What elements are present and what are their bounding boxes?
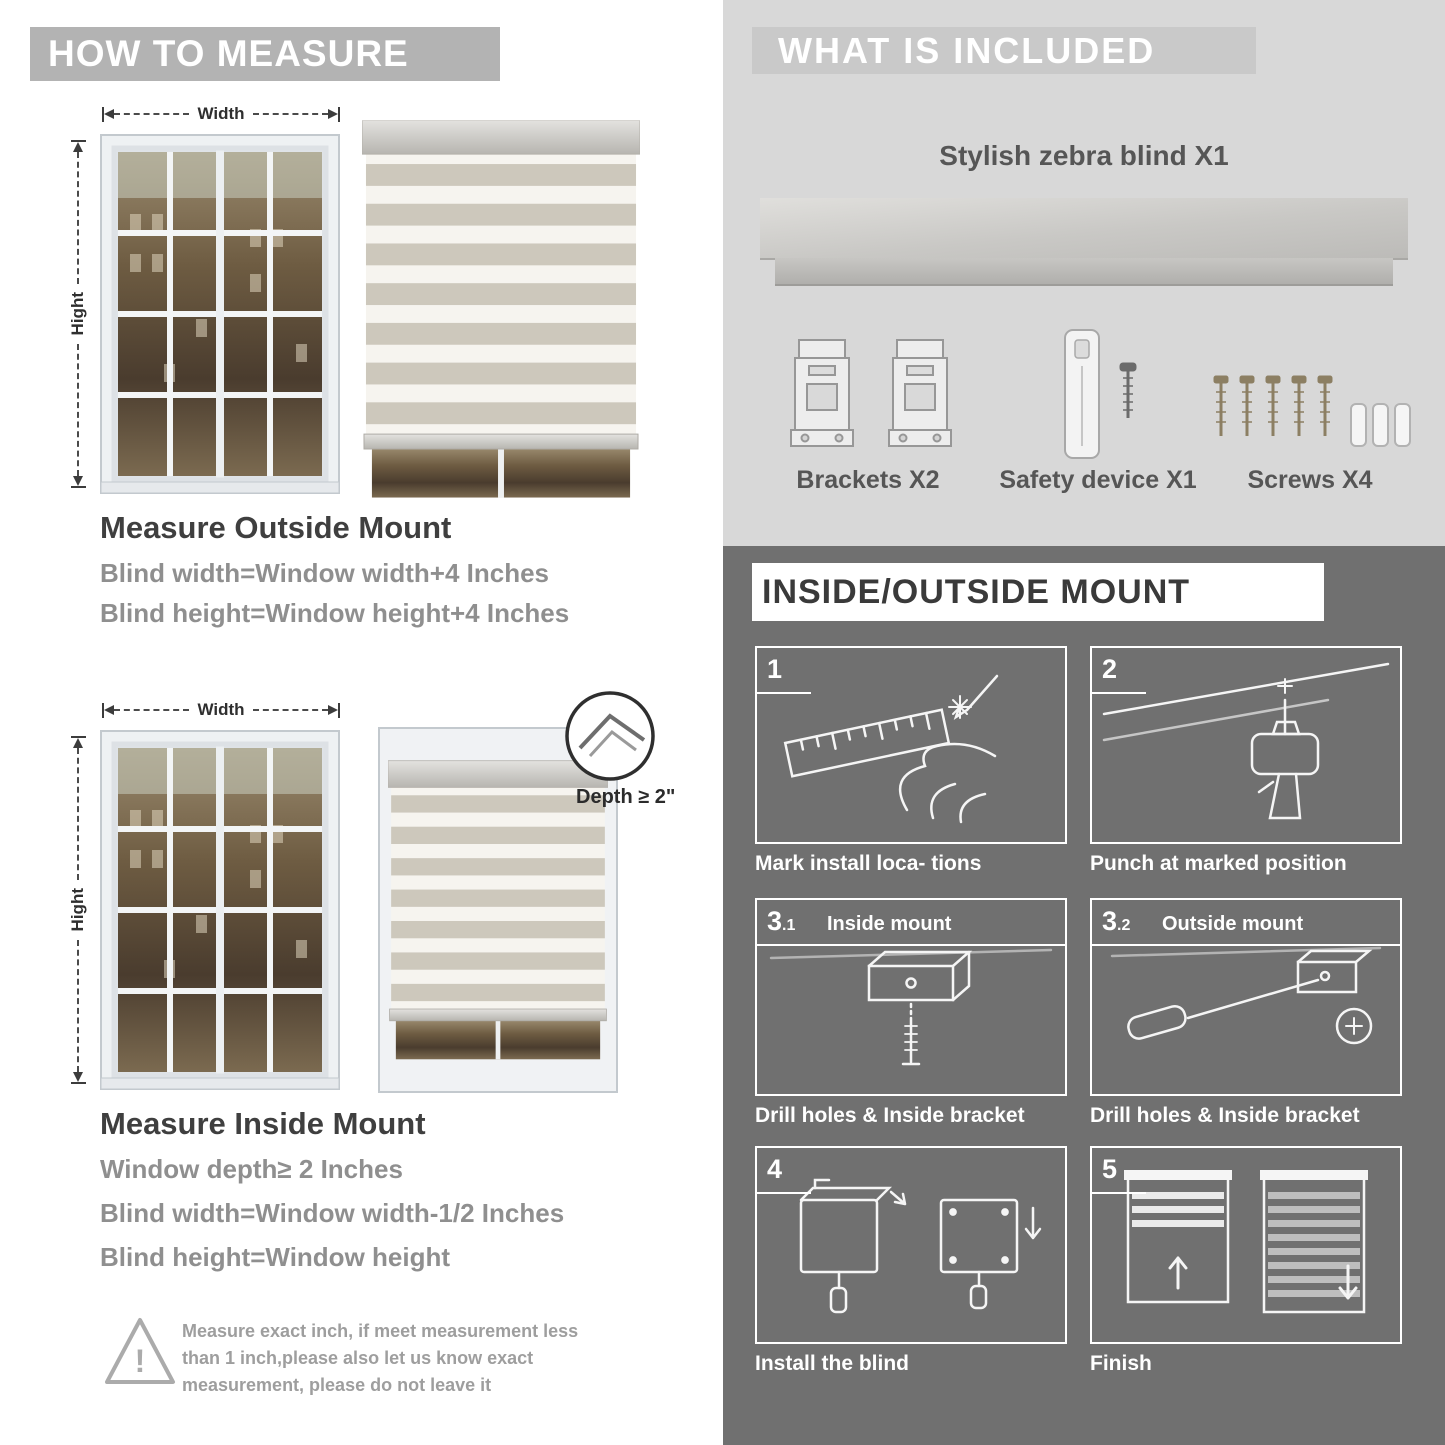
screws-label: Screws X4 [1247,466,1373,494]
outside-mount-title: Measure Outside Mount [100,510,452,545]
step-box-4: 4 [755,1146,1067,1344]
step-4-caption: Install the blind [755,1352,910,1375]
mount-steps-section: INSIDE/OUTSIDE MOUNT 1 Mark install loca… [723,546,1445,1445]
step-number: 3.2 [1102,906,1131,936]
blind-headrail-illustration [760,198,1408,260]
step-box-1: 1 [755,646,1067,844]
step-number: 3.1 [767,906,796,936]
inside-mount-line1: Window depth≥ 2 Inches [100,1154,403,1184]
step-number: 2 [1102,654,1118,684]
step-3-2-caption: Drill holes & Inside bracket [1090,1104,1360,1127]
inside-mount-line2: Blind width=Window width-1/2 Inches [100,1198,565,1228]
warning-line2: than 1 inch,please also let us know exac… [182,1348,534,1368]
step-5-illustration [1124,1170,1368,1314]
warning-text: Measure exact inch, if meet measurement … [182,1318,642,1399]
step-number-underline [757,692,811,694]
step-2-caption: Punch at marked position [1090,852,1347,875]
safety-device-label: Safety device X1 [999,466,1197,494]
step-1-illustration [783,674,999,824]
step-2-illustration [1102,662,1390,820]
outside-mount-line2: Blind height=Window height+4 Inches [100,598,570,628]
step-number-underline [1092,692,1146,694]
warning-line3: measurement, please do not leave it [182,1375,492,1395]
height-arrow-inside: Hight [68,736,87,1084]
inside-mount-line3: Blind height=Window height [100,1242,450,1272]
step-number: 1 [767,654,783,684]
step-number: 4 [767,1154,783,1184]
window-illustration-outside [100,134,340,494]
width-arrow-label: Width [197,104,245,123]
step-number: 5 [1102,1154,1118,1184]
width-arrow-inside: Width [102,700,340,719]
how-to-measure-header: HOW TO MEASURE [30,27,500,81]
product-label: Stylish zebra blind X1 [939,140,1229,171]
step-number-underline [1092,1192,1146,1194]
height-arrow-label: Hight [68,292,87,336]
what-is-included-header: WHAT IS INCLUDED [752,27,1256,74]
step-number-underline [757,944,1065,946]
window-illustration-inside [100,730,340,1090]
step-number-underline [1092,944,1400,946]
step-3-1-caption: Drill holes & Inside bracket [755,1104,1025,1127]
svg-text:!: ! [135,1343,146,1379]
zebra-blind-illustration-inside [378,727,618,1093]
what-is-included-section: WHAT IS INCLUDED Stylish zebra blind X1 [723,0,1445,546]
mount-header: INSIDE/OUTSIDE MOUNT [752,563,1324,621]
brackets-icon [790,339,952,447]
step-1-caption: Mark install loca- tions [755,852,982,875]
step-box-2: 2 [1090,646,1402,844]
step-box-3-1: 3.1 Inside mount [755,898,1067,1096]
step-3-1-label: Inside mount [827,913,952,935]
depth-label: Depth ≥ 2" [576,786,676,808]
inside-mount-title: Measure Inside Mount [100,1106,426,1141]
warning-triangle-icon: ! [105,1318,175,1384]
step-4-illustration [799,1178,1042,1314]
step-3-2-illustration [1110,946,1382,1045]
brackets-label: Brackets X2 [796,466,940,494]
height-arrow-outside: Hight [68,140,87,488]
screws-icon [1213,375,1411,447]
step-3-2-label: Outside mount [1162,913,1304,935]
safety-device-icon [1064,329,1137,459]
zebra-blind-illustration-outside [362,120,640,498]
warning-line1: Measure exact inch, if meet measurement … [182,1321,579,1341]
step-box-3-2: 3.2 Outside mount [1090,898,1402,1096]
width-arrow-outside: Width [102,104,340,123]
step-number-underline [757,1192,811,1194]
width-arrow-label: Width [197,700,245,719]
step-box-5: 5 [1090,1146,1402,1344]
depth-magnifier-icon [565,691,655,781]
blind-headrail-valance [775,258,1393,286]
height-arrow-label: Hight [68,888,87,932]
step-5-caption: Finish [1090,1352,1152,1375]
step-3-1-illustration [769,948,1053,1066]
how-to-measure-section: HOW TO MEASURE Width Hight Measure Outsi… [0,0,700,1445]
outside-mount-line1: Blind width=Window width+4 Inches [100,558,549,588]
